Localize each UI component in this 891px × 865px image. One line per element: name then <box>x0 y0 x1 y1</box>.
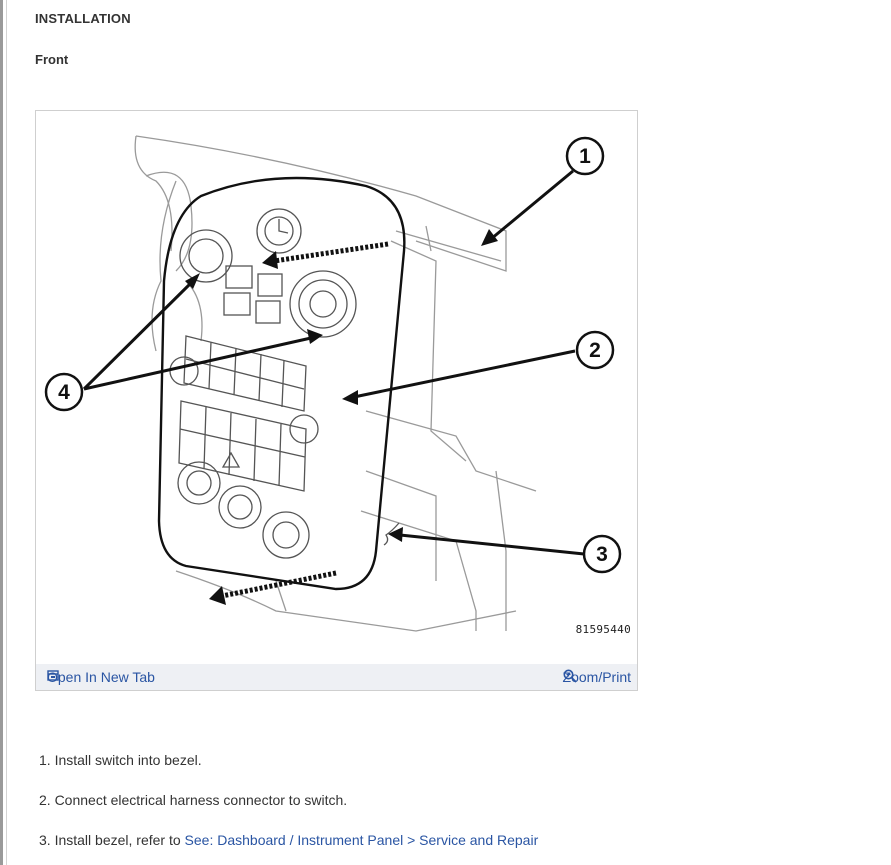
figure-toolbar: Open In New Tab Zoom/Print <box>36 664 637 690</box>
step-2: 2. Connect electrical harness connector … <box>39 792 347 808</box>
zoom-print-label: Zoom/Print <box>562 669 631 685</box>
section-heading: INSTALLATION <box>35 11 131 26</box>
zoom-print-link[interactable]: Zoom/Print <box>563 669 631 685</box>
callout-3: 3 <box>596 543 608 566</box>
open-in-new-tab-link[interactable]: Open In New Tab <box>47 669 155 685</box>
step-2-text: 2. Connect electrical harness connector … <box>39 792 348 808</box>
bezel-illustration: 1 2 3 4 <box>44 135 622 632</box>
magnifier-icon <box>563 669 577 683</box>
step-1: 1. Install switch into bezel. <box>39 752 202 768</box>
callout-4: 4 <box>58 381 70 404</box>
step-3-text: 3. Install bezel, refer to <box>39 832 185 848</box>
figure-code: 81595440 <box>575 623 631 636</box>
service-repair-link[interactable]: See: Dashboard / Instrument Panel > Serv… <box>184 832 539 848</box>
step-1-text: 1. Install switch into bezel. <box>39 752 202 768</box>
page-left-border-inner <box>6 0 7 865</box>
callout-1: 1 <box>579 145 591 168</box>
page-left-border <box>0 0 3 865</box>
open-tab-icon <box>47 670 59 681</box>
open-in-new-tab-label: Open In New Tab <box>47 669 155 685</box>
callout-2: 2 <box>589 339 601 362</box>
step-3: 3. Install bezel, refer to See: Dashboar… <box>39 832 538 848</box>
section-subheading: Front <box>35 52 69 67</box>
installation-figure: 1 2 3 4 81595440 Open In New Tab Zoom/Pr… <box>35 110 638 691</box>
